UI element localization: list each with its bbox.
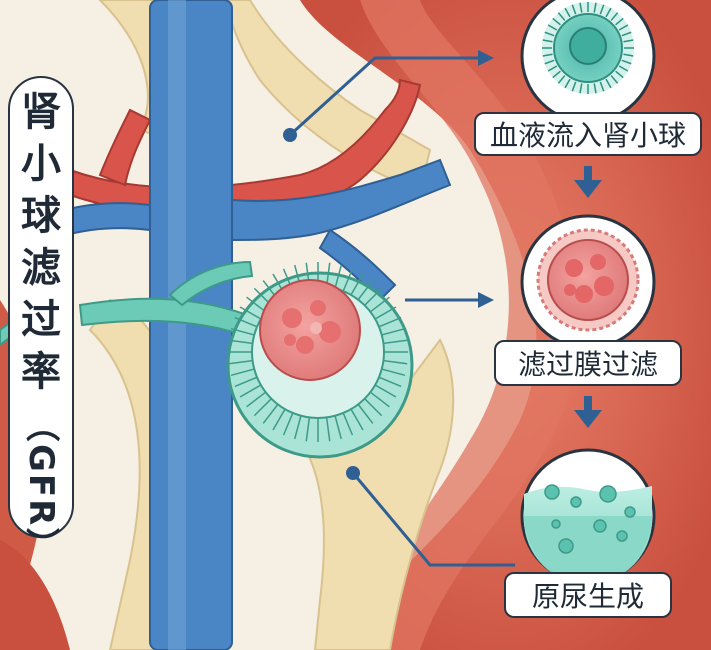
connector-dot-top xyxy=(283,128,297,142)
glomerulus xyxy=(260,280,360,380)
title-char: 率 xyxy=(10,346,72,398)
title-char: 滤 xyxy=(10,242,72,294)
step2-cell xyxy=(565,259,583,277)
glomerulus-cell xyxy=(296,336,314,354)
step2-glomerulus xyxy=(548,240,628,320)
glomerulus-cell xyxy=(282,308,302,328)
flow-arrow-1-shaft xyxy=(584,166,592,182)
glomerulus-cell xyxy=(310,322,322,334)
step2-cell xyxy=(575,285,593,303)
step3-bubble xyxy=(600,486,616,502)
step3-bubble xyxy=(552,520,560,528)
glomerulus-cell xyxy=(319,321,341,343)
title-char: 过 xyxy=(10,294,72,346)
step2-label: 滤过膜过滤 xyxy=(494,340,682,386)
connector-dot-bottom xyxy=(346,466,360,480)
title-panel: 肾 小 球 滤 过 率 （GFR） xyxy=(8,76,74,538)
main-vein-highlight xyxy=(168,0,186,650)
step3-bubble xyxy=(594,520,606,532)
step2-cell xyxy=(594,276,614,296)
glomerulus-cell xyxy=(284,334,296,346)
step3-label: 原尿生成 xyxy=(504,572,672,618)
step1-nucleus xyxy=(570,28,606,64)
step3-bubble xyxy=(559,539,573,553)
title-abbreviation: （GFR） xyxy=(15,408,67,563)
step2-cell xyxy=(590,254,606,270)
step2-cell xyxy=(564,284,576,296)
title-char: 肾 xyxy=(10,86,72,138)
glomerulus-cell xyxy=(310,300,326,316)
step1-label: 血液流入肾小球 xyxy=(474,112,702,156)
flow-arrow-2-shaft xyxy=(584,396,592,412)
title-char: 小 xyxy=(10,138,72,190)
step3-bubble xyxy=(571,497,581,507)
step3-bubble xyxy=(625,507,635,517)
step3-bubble xyxy=(617,531,627,541)
title-char: 球 xyxy=(10,190,72,242)
step3-bubble xyxy=(545,485,559,499)
